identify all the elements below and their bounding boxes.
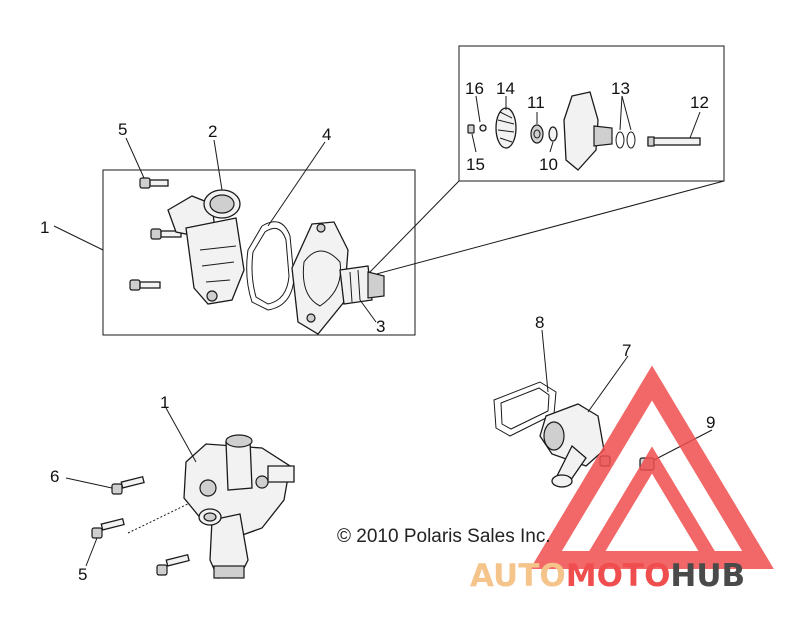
callout-1-bottom: 1 bbox=[160, 393, 169, 412]
detail-seal-10 bbox=[548, 126, 558, 142]
callout-16: 16 bbox=[465, 79, 484, 98]
detail-impeller-14 bbox=[495, 107, 517, 149]
watermark-auto: AUTO bbox=[470, 558, 566, 594]
bolt-upper-3 bbox=[129, 279, 161, 291]
callout-4: 4 bbox=[322, 125, 331, 144]
detail-leader-bottom bbox=[368, 180, 725, 277]
housing-7 bbox=[539, 403, 611, 488]
detail-orings-13 bbox=[615, 131, 636, 149]
callout-6: 6 bbox=[50, 467, 59, 486]
bolt-lower-5 bbox=[91, 517, 125, 539]
watermark-hub: HUB bbox=[670, 558, 745, 594]
pump-assembly-lower bbox=[183, 434, 295, 579]
callout-15: 15 bbox=[466, 155, 485, 174]
callout-3: 3 bbox=[376, 317, 385, 336]
callout-13: 13 bbox=[611, 79, 630, 98]
detail-pump-housing bbox=[563, 91, 613, 171]
callout-5-bottom: 5 bbox=[78, 565, 87, 584]
thermostat-housing bbox=[167, 189, 245, 305]
watermark-logo bbox=[530, 365, 774, 569]
bolt-lower-3 bbox=[156, 553, 190, 576]
detail-seal-11 bbox=[530, 124, 544, 144]
detail-shaft-12 bbox=[647, 136, 701, 147]
gasket bbox=[246, 221, 295, 311]
callout-11: 11 bbox=[527, 93, 545, 112]
callout-2: 2 bbox=[208, 122, 217, 141]
water-pump bbox=[291, 221, 385, 335]
callout-1-top: 1 bbox=[40, 218, 49, 237]
callout-9: 9 bbox=[706, 413, 715, 432]
watermark-text: AUTOMOTOHUB bbox=[470, 558, 745, 594]
bolt-upper-1 bbox=[139, 177, 169, 189]
bolt-upper-2 bbox=[150, 228, 182, 240]
watermark-moto: MOTO bbox=[566, 558, 671, 594]
assembly-frame bbox=[102, 169, 416, 336]
callout-7: 7 bbox=[622, 341, 631, 360]
detail-frame bbox=[458, 45, 725, 182]
callout-10: 10 bbox=[539, 155, 558, 174]
bolt-lower-6 bbox=[111, 475, 145, 495]
copyright-text: © 2010 Polaris Sales Inc. bbox=[337, 526, 551, 547]
callout-8: 8 bbox=[535, 313, 544, 332]
detail-bolt-15 bbox=[467, 124, 487, 134]
callout-5-top: 5 bbox=[118, 120, 127, 139]
callout-12: 12 bbox=[690, 93, 709, 112]
callout-14: 14 bbox=[496, 79, 515, 98]
detail-leader-top bbox=[368, 180, 460, 274]
